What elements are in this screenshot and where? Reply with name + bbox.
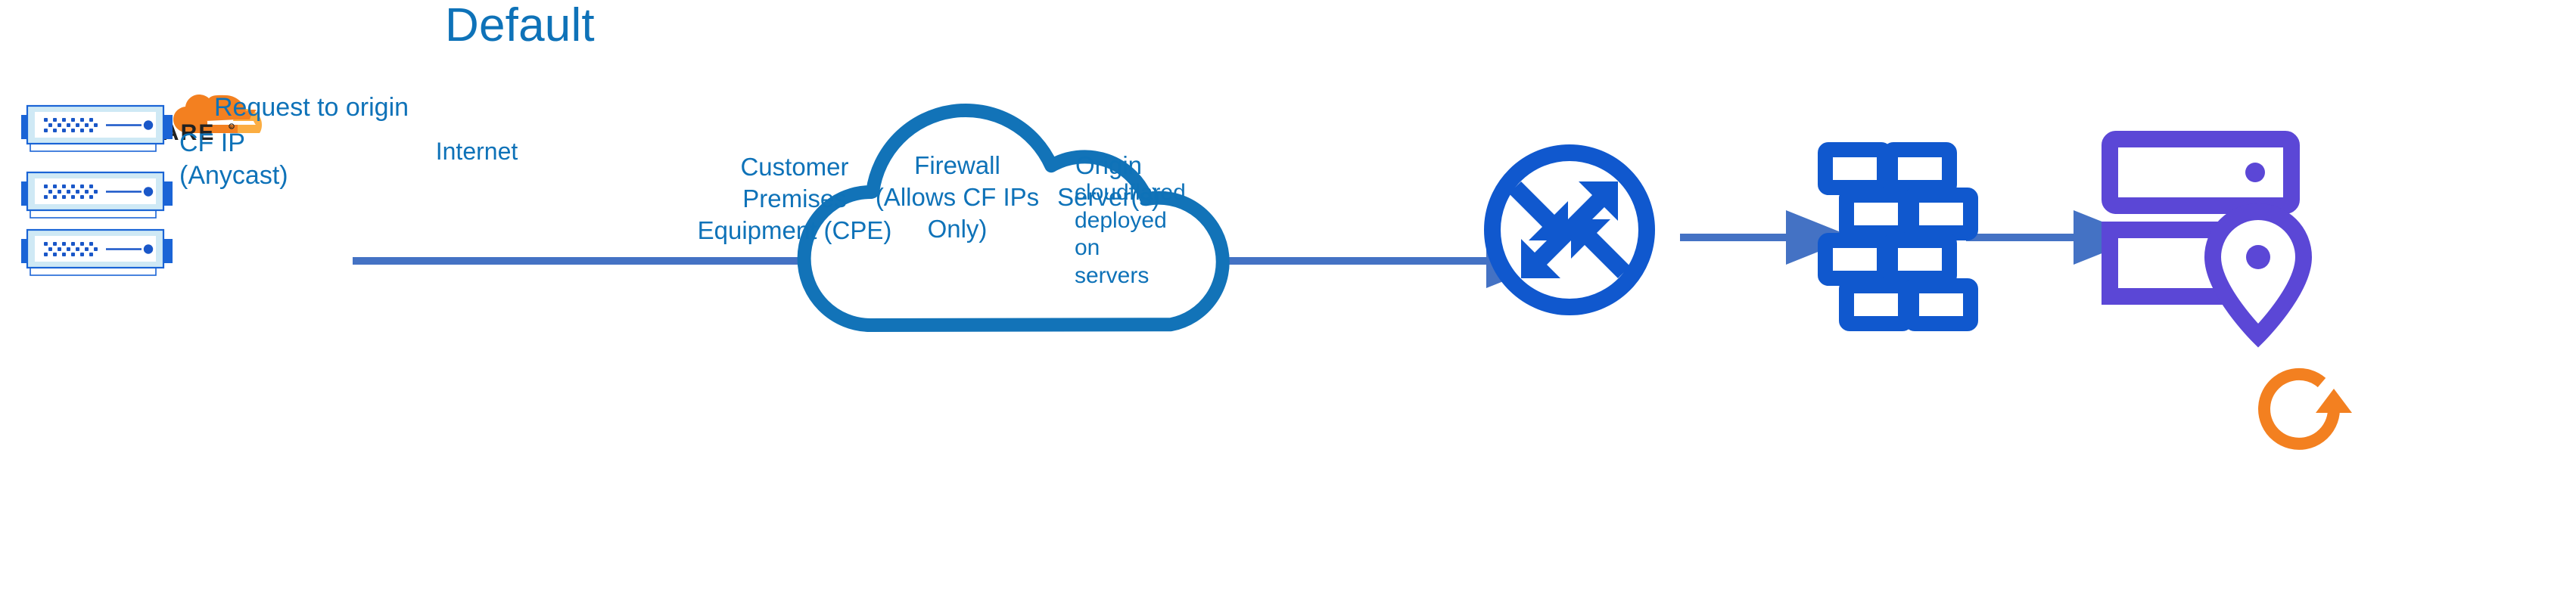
firewall-label-line1: Firewall (914, 151, 1000, 179)
origin-server-label: Origin Server(s) (1057, 151, 1160, 212)
cloudflare-cloud-mark-icon (173, 95, 262, 133)
cf-ip-label: CF IP (Anycast) (179, 127, 288, 191)
cloudflared-note-line2: deployed on (1075, 207, 1167, 261)
cf-ip-label-line2: (Anycast) (179, 160, 288, 190)
cf-ip-label-line1: CF IP (179, 129, 245, 157)
internet-label: Internet (435, 138, 518, 165)
firewall-label: Firewall (Allows CF IPs Only) (863, 150, 1052, 246)
request-to-origin-label: Request to origin (214, 93, 409, 122)
cloud-icon (797, 104, 1230, 332)
server-stack-with-location-pin-icon (2102, 131, 2313, 348)
page-title: Default (445, 0, 595, 51)
cloudflared-note-line1: cloudflared (1075, 180, 1186, 205)
cpe-label-line1: Customer Premises (740, 153, 849, 213)
svg-text:R: R (230, 126, 233, 130)
firewall-label-line2: (Allows CF IPs Only) (875, 183, 1040, 243)
circular-arrow-refresh-icon (2258, 367, 2352, 450)
cpe-label-line2: Equipment (CPE) (697, 216, 892, 245)
cloudflared-note: cloudflared deployed on servers (1075, 179, 1186, 290)
cpe-label: Customer Premises Equipment (CPE) (689, 151, 901, 247)
cloudflared-note-line3: servers (1075, 262, 1150, 288)
brick-wall-icon (1818, 142, 1978, 331)
router-four-arrows-icon (1484, 144, 1655, 315)
